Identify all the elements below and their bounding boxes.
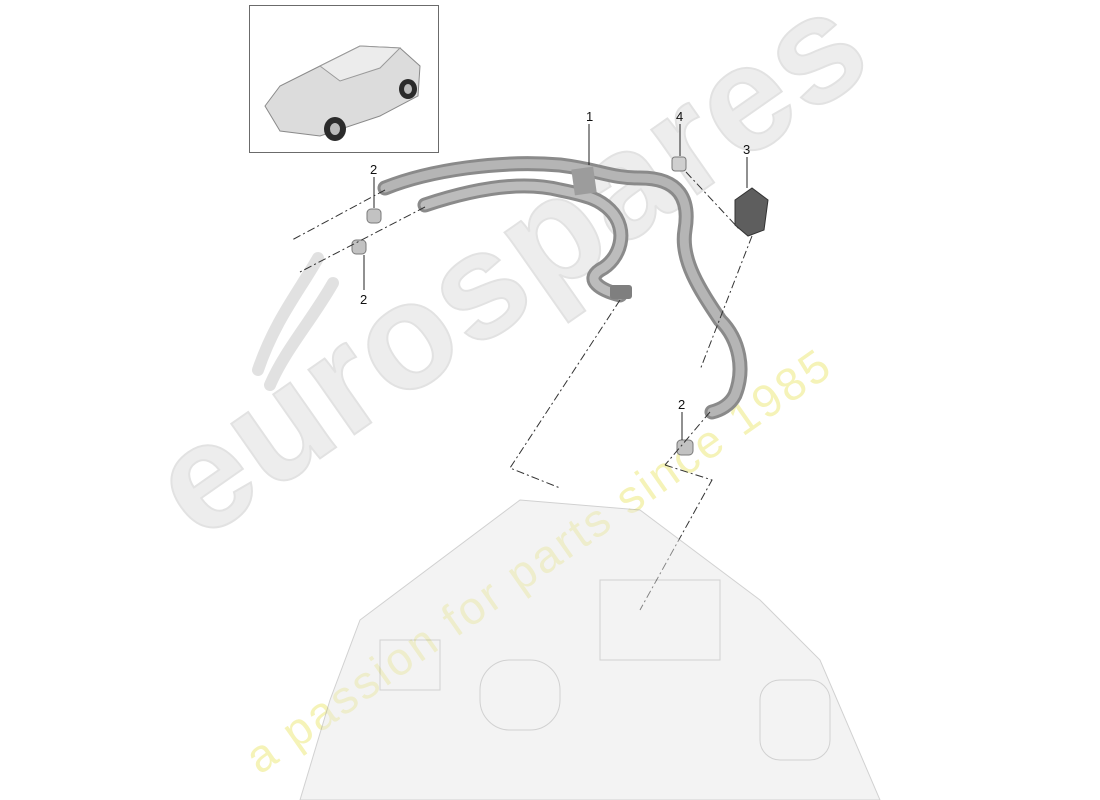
hose-clamp-2a xyxy=(366,208,382,224)
callout-2a: 2 xyxy=(370,162,378,177)
callout-3: 3 xyxy=(743,142,751,157)
bracket-3 xyxy=(734,187,769,237)
hose-clamp-2c xyxy=(676,439,694,456)
engine-assembly xyxy=(299,499,881,800)
hose-clamp-2b xyxy=(351,239,367,255)
car-icon xyxy=(264,45,421,141)
coolant-hose-assembly xyxy=(377,156,748,420)
callout-2c: 2 xyxy=(678,397,686,412)
background-hoses xyxy=(252,252,339,391)
callout-2b: 2 xyxy=(360,292,368,307)
vehicle-thumbnail xyxy=(249,5,439,153)
callout-4: 4 xyxy=(676,109,684,124)
retaining-clip-4 xyxy=(671,156,687,172)
callout-1: 1 xyxy=(586,109,594,124)
